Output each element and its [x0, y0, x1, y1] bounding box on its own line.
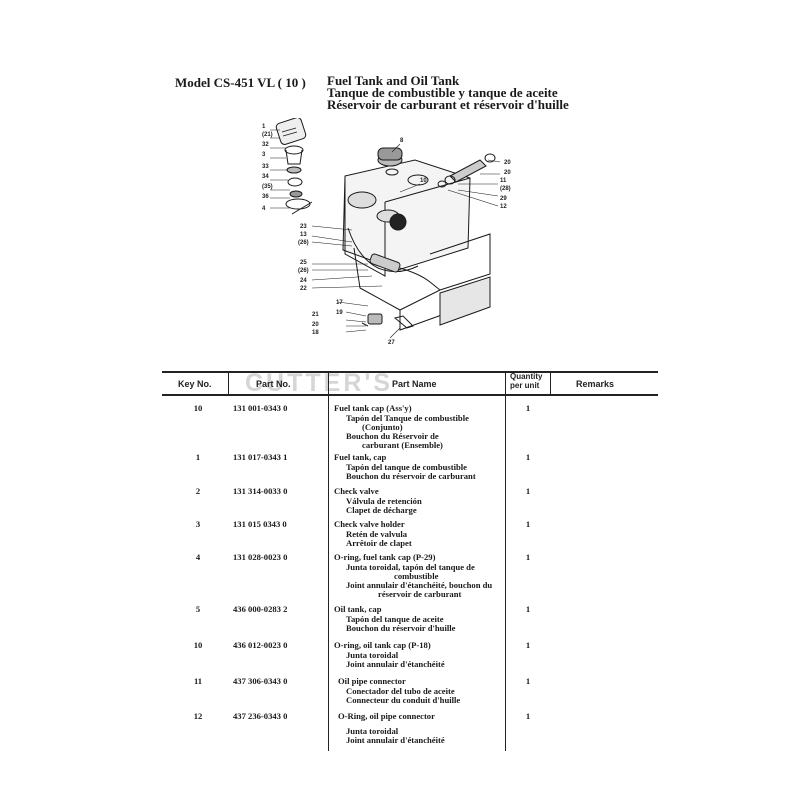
- title-spanish: Tanque de combustible y tanque de aceite: [327, 85, 558, 100]
- table-header-rule: [162, 394, 658, 396]
- svg-text:3: 3: [262, 152, 266, 158]
- svg-text:(21): (21): [262, 132, 273, 138]
- col-rule-3: [505, 371, 506, 751]
- col-rule-2: [328, 371, 329, 751]
- row-key: 2: [195, 486, 201, 496]
- row-part-no: 436 000-0283 2: [233, 604, 288, 614]
- row-qty: 1: [525, 452, 531, 462]
- col-key-no: Key No.: [178, 379, 212, 389]
- col-part-name: Part Name: [392, 379, 437, 389]
- row-key: 1: [195, 452, 201, 462]
- row-qty: 1: [525, 552, 531, 562]
- svg-text:33: 33: [262, 164, 269, 170]
- svg-text:36: 36: [262, 194, 269, 200]
- svg-text:17: 17: [336, 300, 343, 306]
- row-part-name: Check valve Válvula de retención Clapet …: [334, 486, 422, 515]
- svg-text:11: 11: [500, 178, 507, 184]
- svg-text:20: 20: [312, 322, 319, 328]
- row-qty: 1: [525, 604, 531, 614]
- svg-text:29: 29: [500, 196, 507, 202]
- svg-text:23: 23: [300, 224, 307, 230]
- col-part-no: Part No.: [256, 379, 291, 389]
- row-qty: 1: [525, 403, 531, 413]
- col-remarks: Remarks: [576, 379, 615, 389]
- svg-text:(35): (35): [262, 184, 273, 190]
- row-key: 5: [195, 604, 201, 614]
- row-part-name: O-Ring, oil pipe connector Junta toroida…: [338, 711, 445, 745]
- svg-text:12: 12: [500, 204, 507, 210]
- row-part-no: 131 314-0033 0: [233, 486, 288, 496]
- row-qty: 1: [525, 676, 531, 686]
- col-per-unit: per unit: [510, 381, 540, 390]
- svg-text:(26): (26): [298, 240, 309, 246]
- row-key: 10: [193, 640, 203, 650]
- svg-text:20: 20: [504, 160, 511, 166]
- svg-text:4: 4: [262, 206, 266, 212]
- svg-text:(26): (26): [298, 268, 309, 274]
- row-qty: 1: [525, 711, 531, 721]
- row-key: 11: [193, 676, 203, 686]
- row-part-name: Fuel tank cap (Ass'y) Tapón del Tanque d…: [334, 403, 469, 450]
- row-qty: 1: [525, 486, 531, 496]
- row-part-no: 436 012-0023 0: [233, 640, 288, 650]
- svg-text:24: 24: [300, 278, 307, 284]
- svg-text:20: 20: [504, 170, 511, 176]
- row-qty: 1: [525, 519, 531, 529]
- row-key: 3: [195, 519, 201, 529]
- svg-text:18: 18: [312, 330, 319, 336]
- svg-text:22: 22: [300, 286, 307, 292]
- svg-text:34: 34: [262, 174, 269, 180]
- row-part-no: 437 236-0343 0: [233, 711, 288, 721]
- row-key: 12: [193, 711, 203, 721]
- model-title: Model CS-451 VL ( 10 ): [175, 75, 306, 90]
- row-part-name: Fuel tank, cap Tapón del tanque de combu…: [334, 452, 476, 481]
- svg-text:19: 19: [336, 310, 343, 316]
- title-french: Réservoir de carburant et réservoir d'hu…: [327, 97, 569, 112]
- svg-text:10: 10: [420, 178, 427, 184]
- row-part-name: O-ring, oil tank cap (P-18) Junta toroid…: [334, 640, 445, 669]
- watermark: CUTTER'S: [245, 369, 393, 397]
- svg-text:27: 27: [388, 340, 395, 346]
- title-english: Fuel Tank and Oil Tank: [327, 73, 460, 88]
- row-part-name: O-ring, fuel tank cap (P-29) Junta toroi…: [334, 552, 493, 599]
- row-part-no: 131 028-0023 0: [233, 552, 288, 562]
- row-key: 4: [195, 552, 201, 562]
- row-qty: 1: [525, 640, 531, 650]
- row-key: 10: [193, 403, 203, 413]
- row-part-no: 437 306-0343 0: [233, 676, 288, 686]
- row-part-no: 131 015 0343 0: [233, 519, 287, 529]
- svg-text:21: 21: [312, 312, 319, 318]
- row-part-name: Check valve holder Retén de valvula Arrê…: [334, 519, 412, 548]
- col-rule-1: [228, 371, 229, 395]
- svg-text:1: 1: [262, 124, 266, 130]
- row-part-name: Oil tank, cap Tapón del tanque de aceite…: [334, 604, 456, 633]
- exploded-view-diagram: 1 (21) 32 3 33 34 (35) 36 4 8 10 20 20 1…: [262, 118, 511, 346]
- col-rule-4: [550, 371, 551, 395]
- row-part-no: 131 017-0343 1: [233, 452, 288, 462]
- svg-text:32: 32: [262, 142, 269, 148]
- svg-text:(28): (28): [500, 186, 511, 192]
- svg-text:8: 8: [400, 138, 404, 144]
- svg-text:25: 25: [300, 260, 307, 266]
- svg-text:13: 13: [300, 232, 307, 238]
- col-quantity: Quantity: [510, 372, 543, 381]
- section-titles: Fuel Tank and Oil Tank Tanque de combust…: [327, 73, 569, 112]
- table-top-rule: [162, 371, 658, 373]
- row-part-no: 131 001-0343 0: [233, 403, 288, 413]
- row-part-name: Oil pipe connector Conectador del tubo d…: [338, 676, 461, 705]
